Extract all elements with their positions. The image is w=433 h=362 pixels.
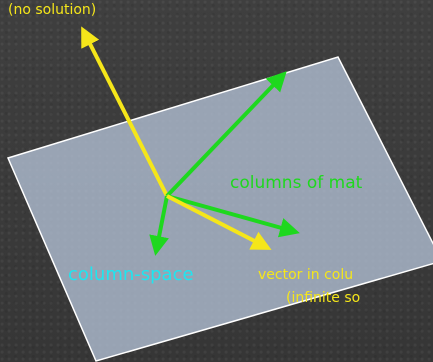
label-vector-in-column-space: vector in colu xyxy=(258,267,353,283)
vector-no-solution-arrow xyxy=(81,26,169,197)
matrix-column-vector-1 xyxy=(165,71,287,198)
label-infinite-solutions: (infinite so xyxy=(286,290,360,306)
matrix-column-vector-2 xyxy=(166,194,300,238)
label-column-space: column-space xyxy=(68,264,194,285)
label-no-solution: (no solution) xyxy=(8,2,96,18)
matrix-column-vector-3 xyxy=(149,195,169,256)
label-columns-of-matrix: columns of mat xyxy=(230,173,363,193)
vector-in-column-space-arrow xyxy=(166,194,272,250)
